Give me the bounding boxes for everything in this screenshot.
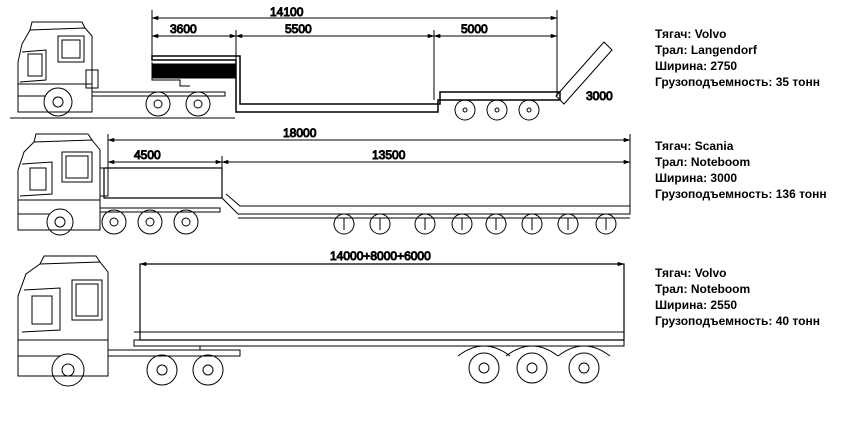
truck-2-drawing bbox=[17, 133, 631, 236]
truck-2-width: Ширина: 3000 bbox=[655, 171, 738, 185]
truck-1-dim-total: 14100 bbox=[270, 5, 304, 19]
truck-1-dim-neck: 3600 bbox=[170, 22, 197, 36]
truck-2-cab bbox=[17, 133, 101, 231]
truck-3-drawing bbox=[17, 255, 625, 387]
truck-1-drawing bbox=[10, 10, 613, 121]
truck-3-cab bbox=[17, 255, 109, 377]
truck-2-info: Тягач: Scania Трал: Noteboom Ширина: 300… bbox=[655, 138, 855, 202]
truck-2-trailer: Трал: Noteboom bbox=[655, 155, 751, 169]
truck-1-width: Ширина: 2750 bbox=[655, 59, 738, 73]
truck-2-trailer-wheels bbox=[333, 213, 617, 235]
truck-1-dim-rear: 5000 bbox=[461, 22, 488, 36]
truck-3-width: Ширина: 2550 bbox=[655, 298, 738, 312]
truck-3-trailer: Трал: Noteboom bbox=[655, 282, 751, 296]
truck-3-dim-total: 14000+8000+6000 bbox=[330, 249, 431, 263]
truck-1-tractor: Тягач: Volvo bbox=[655, 27, 727, 41]
truck-1-capacity: Грузоподъемность: 35 тонн bbox=[655, 75, 820, 89]
truck-2-dim-deck: 13500 bbox=[372, 148, 406, 162]
truck-2-dim-total: 18000 bbox=[283, 126, 317, 140]
truck-1-trailer: Трал: Langendorf bbox=[655, 43, 757, 57]
truck-1-info: Тягач: Volvo Трал: Langendorf Ширина: 27… bbox=[655, 26, 855, 90]
truck-2-dim-neck: 4500 bbox=[134, 148, 161, 162]
truck-1-cab bbox=[17, 21, 99, 113]
truck-1-dim-ramp: 3000 bbox=[586, 89, 613, 103]
truck-3-trailer-wheels bbox=[457, 345, 611, 384]
truck-1-dim-deck: 5500 bbox=[285, 22, 312, 36]
truck-2-capacity: Грузоподъемность: 136 тонн bbox=[655, 187, 827, 201]
truck-3-capacity: Грузоподъемность: 40 тонн bbox=[655, 314, 820, 328]
truck-3-info: Тягач: Volvo Трал: Noteboom Ширина: 2550… bbox=[655, 265, 855, 329]
truck-3-tractor: Тягач: Volvo bbox=[655, 266, 727, 280]
truck-2-tractor: Тягач: Scania bbox=[655, 139, 734, 153]
